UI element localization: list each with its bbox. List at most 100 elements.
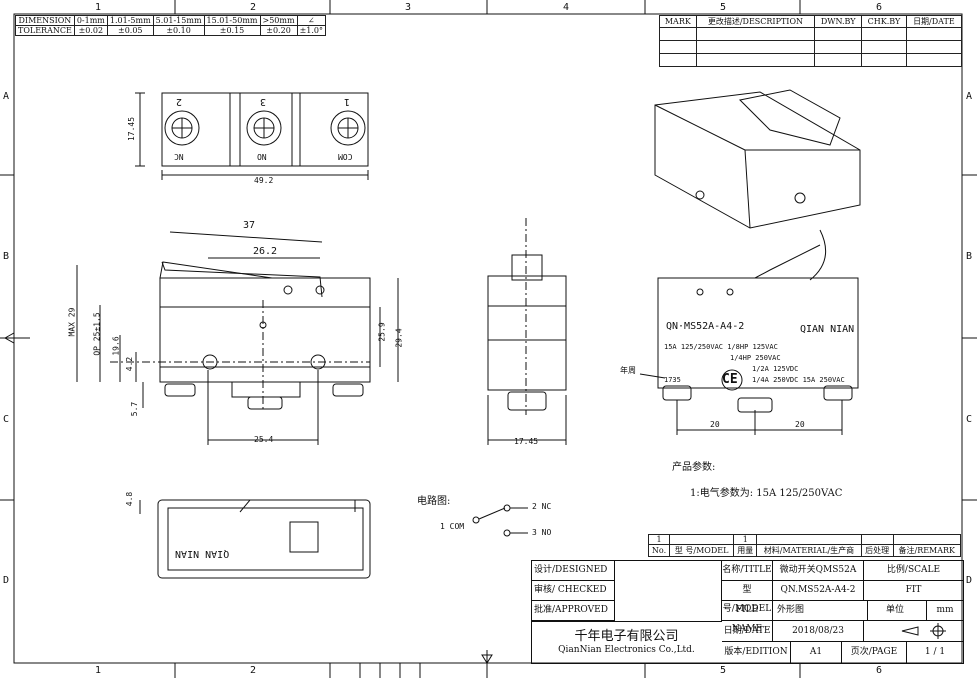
edition-label: 版本/EDITION <box>722 642 791 663</box>
dim-label-right: 20 <box>795 420 805 429</box>
year-code: 1735 <box>664 376 681 384</box>
dim-height-17: 17.45 <box>127 116 137 142</box>
tol-header: >50mm <box>259 15 298 26</box>
tol-value: ±0.15 <box>203 25 261 36</box>
zone-col-5-bottom: 5 <box>720 665 727 676</box>
tol-header: 1.01-5mm <box>106 15 154 26</box>
model-label: 型号/MODEL <box>722 581 773 614</box>
zone-col-1: 1 <box>95 2 102 13</box>
zone-col-3: 3 <box>405 2 412 13</box>
terminal-view <box>135 92 369 180</box>
bom-header: 型 号/MODEL <box>669 544 735 557</box>
page-label: 页次/PAGE <box>842 642 907 663</box>
tol-value: ±0.05 <box>106 25 154 36</box>
tol-value: ±0.20 <box>259 25 298 36</box>
zone-col-1-bottom: 1 <box>95 665 102 676</box>
date-label: 日期/DATE <box>722 621 773 642</box>
circuit-diagram <box>472 504 528 537</box>
terminal-name-nc: NC <box>174 152 184 161</box>
bom-qty: 1 <box>733 534 758 545</box>
rev-header: CHK.BY <box>861 15 907 28</box>
rating-line-1: 15A 125/250VAC 1/8HP 125VAC <box>664 343 778 351</box>
revision-row <box>659 53 963 67</box>
dim-19: 19.6 <box>111 336 121 356</box>
bom-header: 材料/MATERIAL/生产商 <box>756 544 862 557</box>
revision-row <box>659 40 963 54</box>
bom-header: 用量 <box>733 544 758 557</box>
bom-header: No. <box>647 544 671 557</box>
signature-area <box>532 561 722 622</box>
rev-header: 更改描述/DESCRIPTION <box>695 15 816 28</box>
rating-line-4: 1/4A 250VDC 15A 250VAC <box>752 376 845 384</box>
tol-header: 15.01-50mm <box>203 15 261 26</box>
terminal-name-com: COM <box>338 152 353 161</box>
page-value: 1 / 1 <box>924 647 946 657</box>
zone-row-d: D <box>3 575 10 586</box>
projection-cell <box>864 621 963 642</box>
zone-row-a-right: A <box>966 91 973 102</box>
edition-value: A1 <box>791 642 842 663</box>
front-view <box>76 231 399 445</box>
dim-lever-37: 37 <box>243 220 256 231</box>
scale-label: 比例/SCALE <box>864 561 963 581</box>
zone-row-c-right: C <box>966 414 973 425</box>
bom-header: 后处理 <box>860 544 894 557</box>
circuit-com: 1 COM <box>440 522 465 531</box>
params-title: 产品参数: <box>672 462 716 473</box>
circuit-title: 电路图: <box>417 496 451 507</box>
zone-row-b: B <box>3 251 10 262</box>
zone-row-b-right: B <box>966 251 973 262</box>
tol-header: 0-1mm <box>73 15 108 26</box>
zone-row-a: A <box>3 91 10 102</box>
rev-header: MARK <box>659 15 697 28</box>
file-value: 外形图 <box>773 601 868 621</box>
revision-table: MARK 更改描述/DESCRIPTION DWN.BY CHK.BY 日期/D… <box>659 15 963 67</box>
zone-col-2-bottom: 2 <box>250 665 257 676</box>
tol-header: DIMENSION <box>15 15 75 26</box>
zone-col-5: 5 <box>720 2 727 13</box>
terminal-name-no: NO <box>257 152 267 161</box>
dim-label-left: 20 <box>710 420 720 429</box>
dim-hole-26: 26.2 <box>253 246 278 257</box>
designed-label: 设计/DESIGNED <box>532 561 615 581</box>
file-label: FILE NAME <box>722 601 773 634</box>
rating-line-3: 1/2A 125VDC <box>752 365 799 373</box>
isometric-view <box>654 89 861 229</box>
ce-mark: CE <box>722 372 738 387</box>
bom-index: 1 <box>647 534 671 545</box>
model-value: QN.MS52A-A4-2 <box>773 581 864 601</box>
bom-header: 备注/REMARK <box>892 544 962 557</box>
terminal-number-1: 1 <box>344 96 351 107</box>
tol-value: ±0.02 <box>73 25 108 36</box>
bom-row: 1 1 <box>647 534 962 545</box>
title-value: 微动开关QMS52A <box>773 561 864 581</box>
zone-row-d-right: D <box>966 575 973 586</box>
circuit-no: 3 NO <box>532 528 552 537</box>
label-brand: QIAN NIAN <box>800 324 855 335</box>
tol-header: 5.01-15mm <box>152 15 205 26</box>
tolerance-value-row: TOLERANCE ±0.02 ±0.05 ±0.10 ±0.15 ±0.20 … <box>15 25 327 36</box>
zone-col-6: 6 <box>876 2 883 13</box>
date-value: 2018/08/23 <box>773 621 864 642</box>
side-view <box>487 218 567 445</box>
label-model: QN·MS52A-A4-2 <box>666 321 745 332</box>
unit-value: mm <box>927 601 963 621</box>
terminal-number-2: 2 <box>176 96 183 107</box>
year-label: 年周 <box>620 366 636 375</box>
company-cn: 千年电子有限公司 <box>574 629 679 644</box>
tolerance-table: DIMENSION 0-1mm 1.01-5mm 5.01-15mm 15.01… <box>15 15 327 36</box>
dim-op: OP 25±1.5 <box>92 312 102 356</box>
checked-label: 审核/ CHECKED <box>532 581 615 601</box>
dim-5: 5.7 <box>130 401 140 417</box>
scale-value: FIT <box>864 581 963 601</box>
tolerance-header-row: DIMENSION 0-1mm 1.01-5mm 5.01-15mm 15.01… <box>15 15 327 26</box>
revision-header-row: MARK 更改描述/DESCRIPTION DWN.BY CHK.BY 日期/D… <box>659 15 963 28</box>
bom-header-row: No. 型 号/MODEL 用量 材料/MATERIAL/生产商 后处理 备注/… <box>647 544 962 557</box>
dim-max-29: MAX 29 <box>67 307 77 337</box>
label-view <box>639 229 859 435</box>
rev-header: 日期/DATE <box>905 15 963 28</box>
dim-4: 4.2 <box>125 356 135 372</box>
dim-body: 25.9 <box>377 322 387 342</box>
